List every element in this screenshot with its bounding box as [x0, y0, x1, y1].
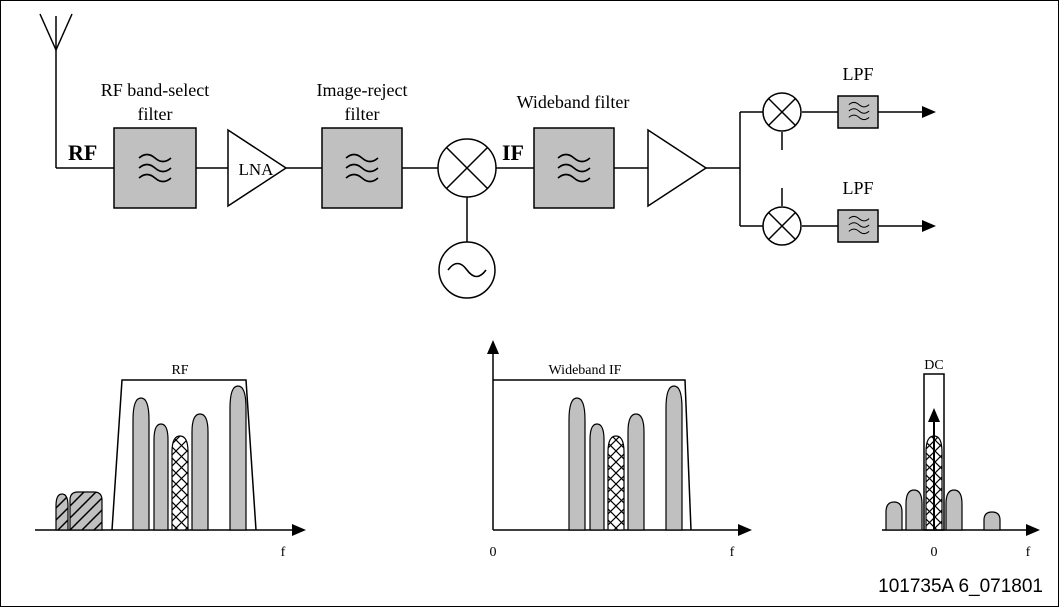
f-axis-label: f: [281, 545, 286, 560]
spectrum-rf: RF f: [35, 363, 306, 560]
spectrum-wideband-if: Wideband IF 0 f: [487, 340, 752, 560]
lpf-top-label: LPF: [842, 64, 873, 84]
zero-label: 0: [490, 545, 497, 560]
arrow-icon: [1026, 524, 1040, 536]
zero-label: 0: [931, 545, 938, 560]
amplifier-triangle-icon: [647, 128, 708, 208]
lna-label: LNA: [239, 160, 275, 179]
signal-lobe: [983, 511, 1001, 531]
oscillator-sine-icon: [438, 241, 496, 299]
wideband-if-label: Wideband IF: [549, 363, 622, 378]
image-filter-label-line2: filter: [345, 104, 380, 124]
signal-lobe: [568, 397, 586, 531]
wideband-filter: [533, 127, 615, 209]
mixer-icon: [437, 138, 497, 198]
image-filter-label-line1: Image-reject: [317, 80, 408, 100]
rf-filter-label-line1: RF band-select: [101, 80, 209, 100]
blocker-lobe: [69, 491, 103, 531]
wideband-filter-label: Wideband filter: [517, 92, 630, 112]
mixer-icon: [762, 92, 802, 132]
amplifier-triangle-icon: [227, 128, 288, 208]
f-axis-label: f: [1026, 545, 1031, 560]
lpf-top-block: [837, 95, 879, 129]
rf-input-label: RF: [68, 140, 97, 165]
desired-signal-lobe: [607, 435, 625, 531]
lna-amplifier: [227, 128, 288, 208]
signal-lobe: [905, 489, 923, 531]
arrow-icon: [878, 106, 936, 118]
arrow-icon: [487, 340, 499, 354]
image-reject-filter: [321, 127, 403, 209]
if-label: IF: [502, 140, 524, 165]
dc-label: DC: [924, 358, 943, 373]
rf-spectrum-label: RF: [171, 363, 188, 378]
signal-lobe: [132, 397, 150, 531]
signal-lobe: [589, 423, 605, 531]
signal-chain: [39, 13, 838, 242]
mixer-icon: [762, 206, 802, 246]
rf-passband: [111, 379, 257, 531]
lpf-bottom-label: LPF: [842, 178, 873, 198]
desired-signal-lobe: [171, 435, 189, 531]
signal-lobe: [665, 385, 683, 531]
antenna-icon: [39, 13, 73, 168]
signal-lobe: [191, 413, 209, 531]
f-axis-label: f: [730, 545, 735, 560]
arrow-icon: [928, 408, 940, 422]
blocker-lobe: [55, 493, 69, 531]
signal-lobe: [945, 489, 963, 531]
rf-band-select-filter: [113, 127, 197, 209]
arrow-icon: [292, 524, 306, 536]
spectrum-dc: DC 0 f: [882, 358, 1040, 560]
signal-lobe: [627, 413, 645, 531]
arrow-icon: [878, 220, 936, 232]
figure-id: 101735A 6_071801: [878, 576, 1043, 597]
signal-lobe: [229, 385, 247, 531]
lpf-bottom-block: [837, 209, 879, 243]
if-passband: [493, 379, 692, 531]
signal-lobe: [153, 423, 169, 531]
rf-filter-label-line2: filter: [138, 104, 173, 124]
signal-lobe: [885, 501, 903, 531]
arrow-icon: [738, 524, 752, 536]
if-amplifier: [647, 128, 708, 208]
